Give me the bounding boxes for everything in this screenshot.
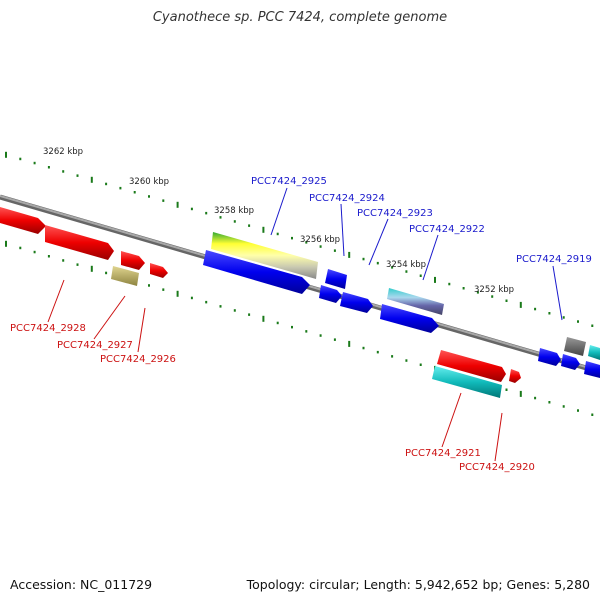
gene-label-reverse[interactable]: PCC7424_2921 — [405, 448, 481, 459]
gene-arrow-small-red[interactable] — [509, 369, 521, 383]
gene-arrow-PCC7424_2928[interactable] — [0, 207, 46, 234]
scale-label: 3258 kbp — [214, 206, 254, 216]
accession-text: Accession: NC_011729 — [10, 577, 153, 592]
gene-arrow-PCC7424_2919[interactable] — [538, 337, 600, 378]
gene-label-forward[interactable]: PCC7424_2923 — [357, 208, 433, 219]
gene-arrow-khaki[interactable] — [111, 266, 139, 286]
gene-label-reverse[interactable]: PCC7424_2928 — [10, 323, 86, 334]
gene-arrow-PCC7424_2921[interactable] — [437, 350, 506, 382]
gene-arrow-PCC7424_2923[interactable] — [319, 285, 373, 313]
gene-arrow-red-upstream[interactable] — [45, 225, 114, 260]
gene-arrow-PCC7424_2926[interactable] — [150, 263, 168, 278]
gene-arrow-PCC7424_2920[interactable] — [432, 366, 502, 398]
scale-label: 3252 kbp — [474, 285, 514, 295]
gene-label-forward[interactable]: PCC7424_2924 — [309, 193, 385, 204]
scale-label: 3262 kbp — [43, 147, 83, 157]
gene-label-forward[interactable]: PCC7424_2922 — [409, 224, 485, 235]
gene-arrow-PCC7424_2922[interactable] — [380, 288, 444, 333]
topology-text: Topology: circular; Length: 5,942,652 bp… — [246, 577, 590, 592]
gene-arrow-PCC7424_2927[interactable] — [121, 251, 145, 270]
map-title: Cyanothece sp. PCC 7424, complete genome — [152, 10, 448, 25]
gene-label-reverse[interactable]: PCC7424_2926 — [100, 354, 176, 365]
scale-label: 3254 kbp — [386, 260, 426, 270]
gene-label-forward[interactable]: PCC7424_2925 — [251, 176, 327, 187]
scale-label: 3256 kbp — [300, 235, 340, 245]
gene-label-forward[interactable]: PCC7424_2919 — [516, 254, 592, 265]
scale-tick-track-outer — [5, 151, 594, 327]
gene-label-reverse[interactable]: PCC7424_2920 — [459, 462, 535, 473]
gene-arrow-PCC7424_2925[interactable] — [203, 232, 318, 294]
gene-arrow-PCC7424_2924[interactable] — [325, 269, 347, 289]
scale-label: 3260 kbp — [129, 177, 169, 187]
reverse-leader-lines — [47, 279, 503, 462]
forward-leader-lines — [270, 187, 563, 321]
gene-label-reverse[interactable]: PCC7424_2927 — [57, 340, 133, 351]
